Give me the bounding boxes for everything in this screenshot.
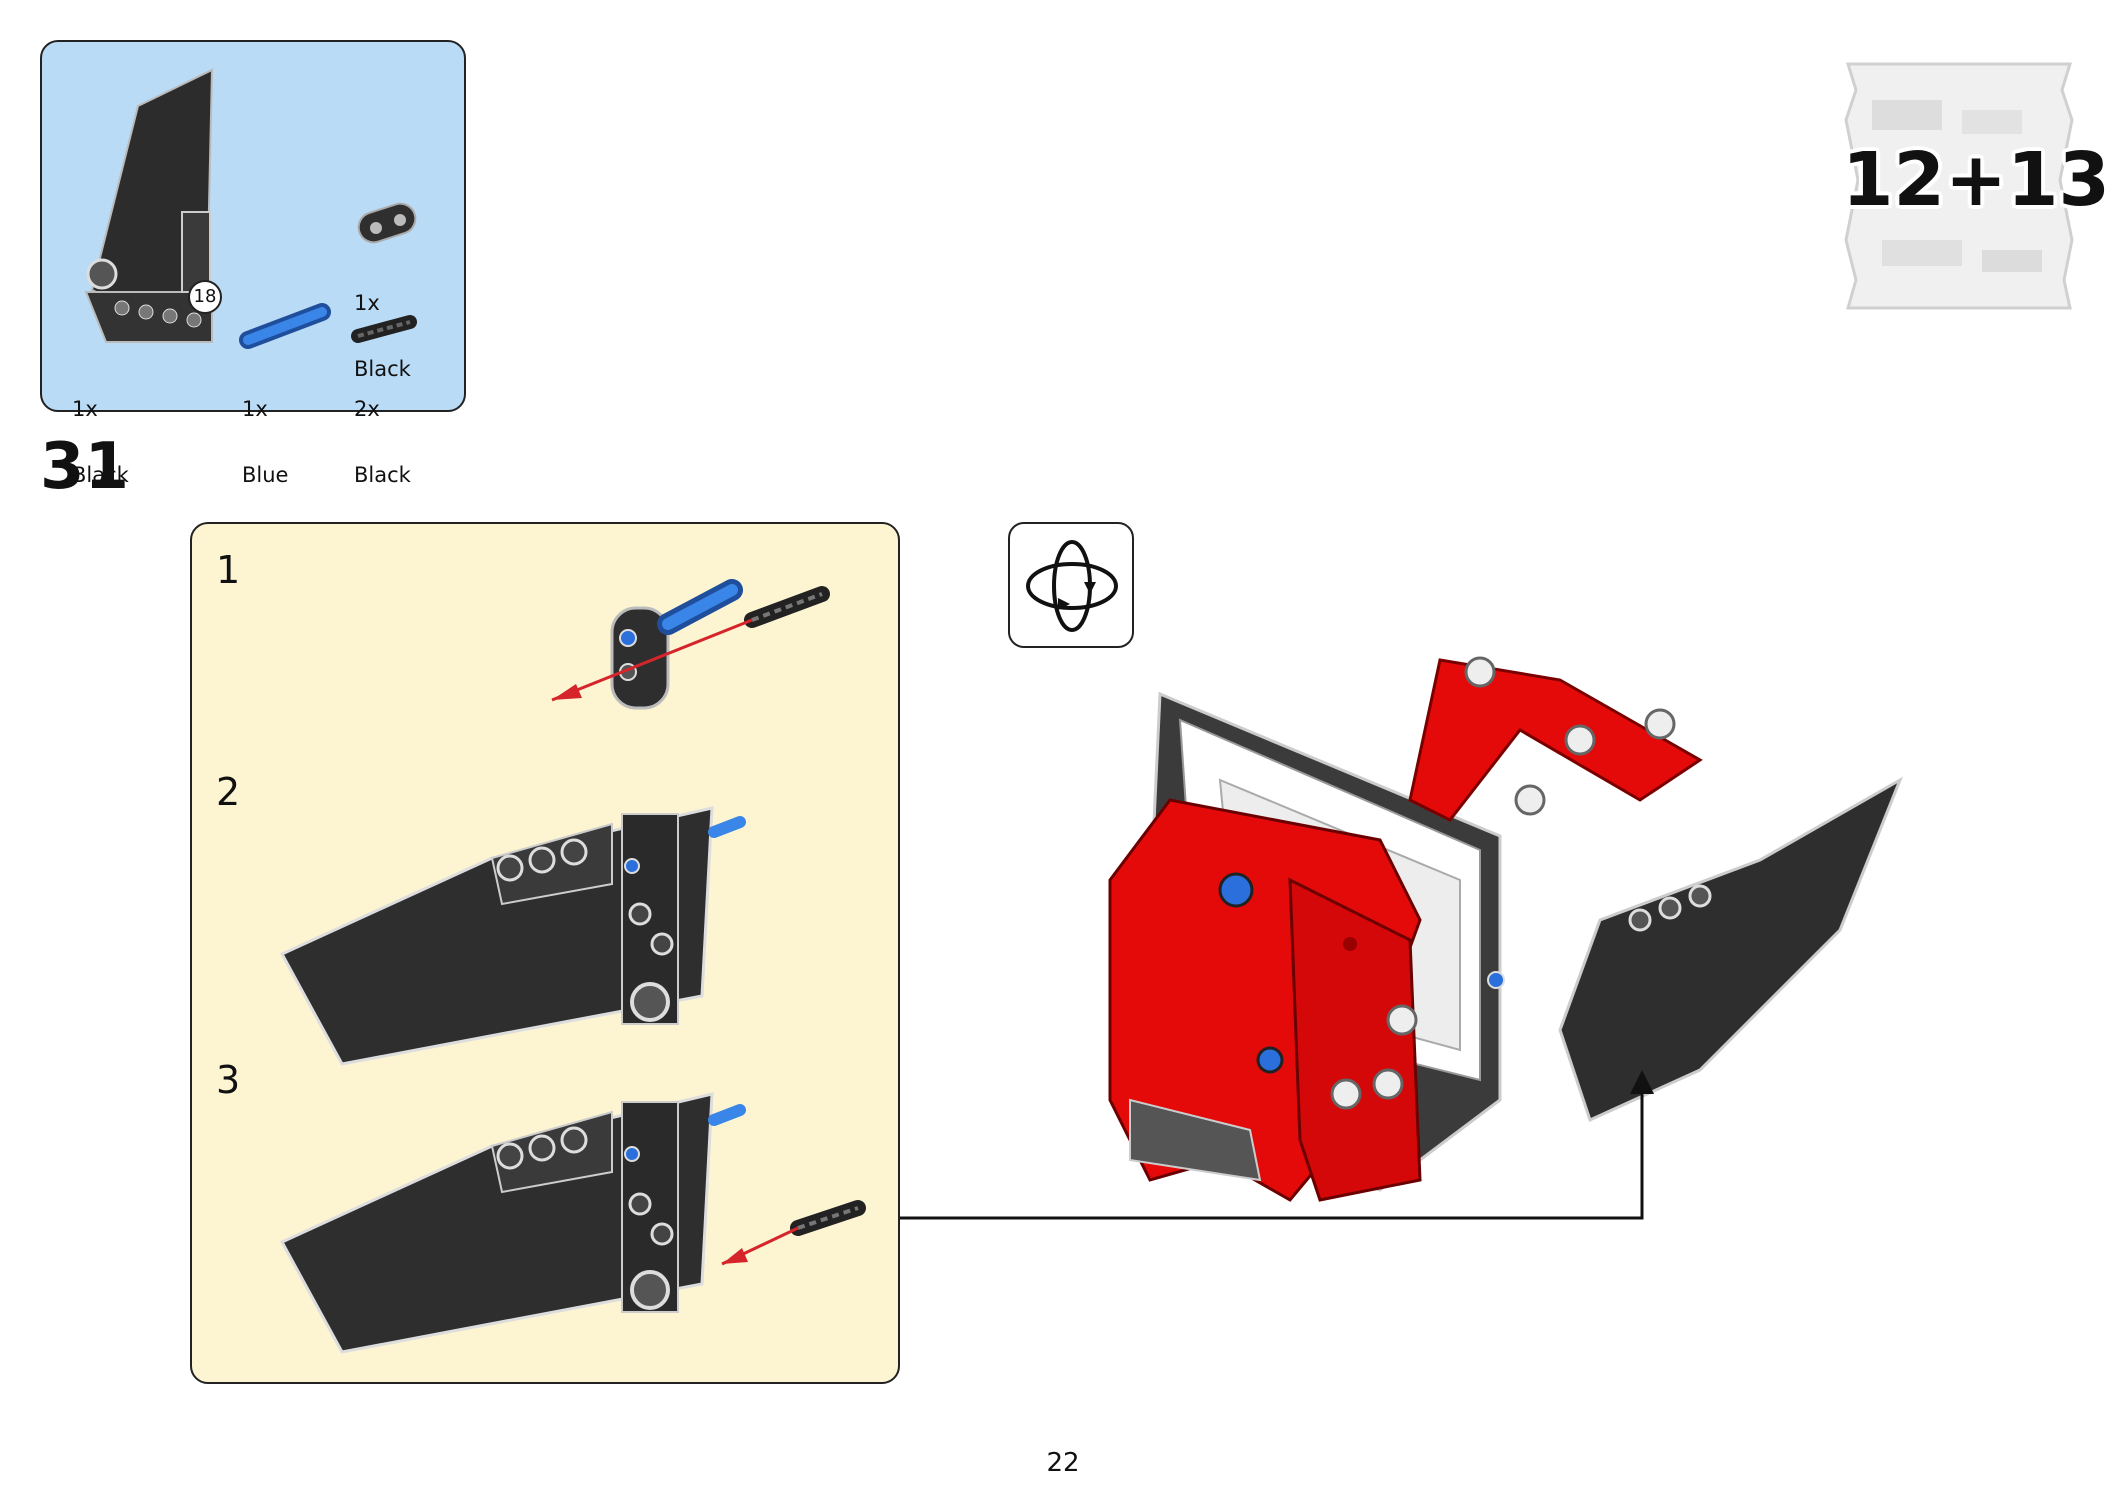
part-qty: 1x <box>354 291 380 315</box>
rotate-model-indicator <box>1008 522 1134 648</box>
black-pin-part-image <box>351 315 417 343</box>
step-number: 31 <box>40 430 130 504</box>
substep-2-illustration <box>279 806 746 1066</box>
part-label-black-pin: 2x Black <box>354 354 411 530</box>
part-color: Blue <box>242 463 289 487</box>
parts-list-box: 18 1x Black 1x Blue 1x Black 2x Black <box>40 40 466 486</box>
part-label-blue-pin: 1x Blue <box>242 354 288 530</box>
panel-part-image <box>84 68 214 344</box>
bag-shape <box>1844 62 2074 310</box>
substep-1-illustration <box>551 579 830 710</box>
bag-icon: 12+13 <box>1842 60 2110 312</box>
rotate-icon <box>1026 540 1118 632</box>
substep-3-illustration <box>279 1092 866 1354</box>
part-color: Black <box>354 357 411 381</box>
part-label-black-beam: 1x Black <box>354 248 411 424</box>
part-qty: 1x <box>242 397 268 421</box>
bag-number: 12+13 <box>1842 137 2110 223</box>
callout-number-badge: 18 <box>188 280 222 314</box>
substep-number-2: 2 <box>216 770 241 814</box>
blue-pin-image <box>239 303 331 349</box>
part-label-panel: 1x Black <box>72 354 129 530</box>
substep-number-1: 1 <box>216 548 241 592</box>
part-qty: 2x <box>354 397 380 421</box>
part-qty: 1x <box>72 397 98 421</box>
substep-number-3: 3 <box>216 1058 241 1102</box>
part-color: Black <box>354 463 411 487</box>
part-color: Black <box>72 463 129 487</box>
sub-assembly-box: 1 2 3 <box>190 522 900 1384</box>
page-number: 22 <box>1046 1448 1080 1478</box>
black-beam-part-image <box>357 202 417 244</box>
